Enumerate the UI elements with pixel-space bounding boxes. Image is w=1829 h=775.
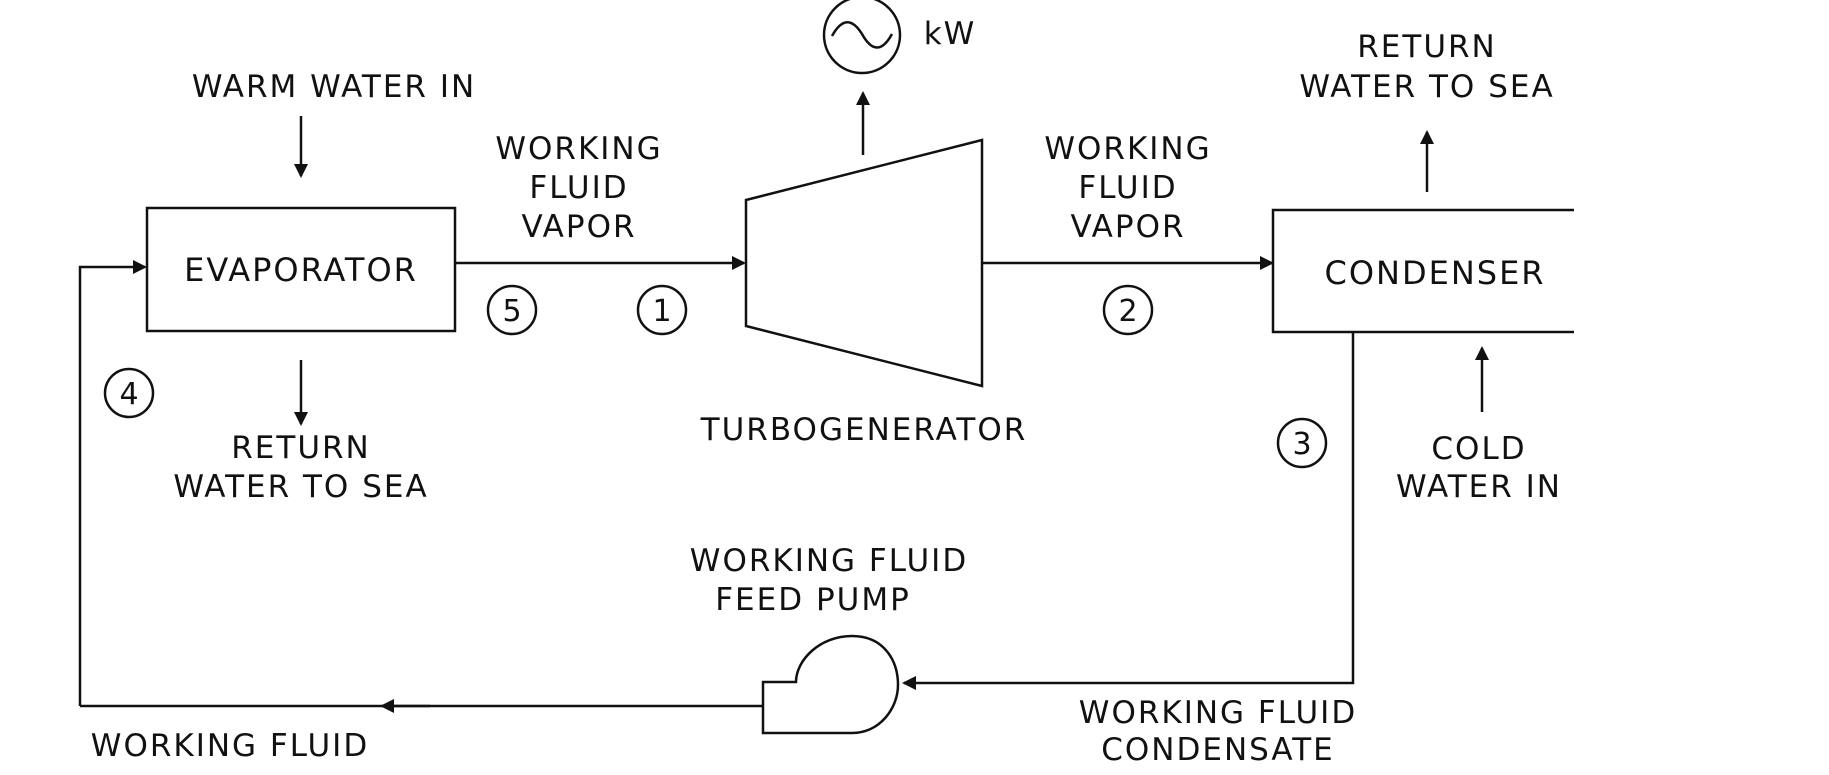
turbogenerator-shape <box>744 138 984 388</box>
condensate-label-2: CONDENSATE <box>1101 732 1334 768</box>
turbogenerator-label: TURBOGENERATOR <box>700 412 1028 448</box>
wf-vapor-right-label-1: WORKING <box>1044 131 1211 167</box>
return-water-right-label-2: WATER TO SEA <box>1299 69 1554 105</box>
cold-water-in-label-2: WATER IN <box>1396 469 1562 505</box>
generator-symbol-icon <box>822 0 902 75</box>
wf-vapor-right-label-2: FLUID <box>1078 170 1177 206</box>
condenser-box <box>1271 208 1574 334</box>
return-water-right-label-1: RETURN <box>1357 29 1496 65</box>
condensate-label-1: WORKING FLUID <box>1079 695 1357 731</box>
state-point-4-circle <box>103 367 155 419</box>
condenser-label: CONDENSER <box>1324 254 1545 292</box>
state-point-1: 1 <box>652 294 671 329</box>
evaporator-label: EVAPORATOR <box>184 251 418 289</box>
state-point-3: 3 <box>1292 427 1311 462</box>
cold-water-in-label-1: COLD <box>1431 431 1526 467</box>
working-fluid-bottom-label: WORKING FLUID <box>91 728 369 764</box>
ac-wave-icon <box>830 21 894 49</box>
state-point-1-circle <box>636 284 688 336</box>
return-line-to-evaporator <box>78 260 147 706</box>
state-point-2-circle <box>1102 284 1154 336</box>
kw-label: kW <box>924 16 977 52</box>
wf-vapor-left-label-1: WORKING <box>495 131 662 167</box>
state-point-2: 2 <box>1118 294 1137 329</box>
feed-pump-label-1: WORKING FLUID <box>690 543 968 579</box>
state-point-4: 4 <box>119 377 138 412</box>
return-water-left-label-1: RETURN <box>231 430 370 466</box>
return-water-left-label-2: WATER TO SEA <box>173 469 428 505</box>
state-point-3-circle <box>1276 417 1328 469</box>
condensate-line <box>902 332 1355 690</box>
state-point-5: 5 <box>502 294 521 329</box>
wf-vapor-left-label-3: VAPOR <box>521 209 636 245</box>
wf-vapor-right-label-3: VAPOR <box>1070 209 1185 245</box>
feed-pump-icon <box>761 634 900 735</box>
evaporator-box <box>145 206 457 333</box>
wf-vapor-left-label-2: FLUID <box>529 170 628 206</box>
state-point-5-circle <box>486 284 538 336</box>
warm-water-in-label: WARM WATER IN <box>192 69 476 105</box>
feed-pump-label-2: FEED PUMP <box>715 582 911 618</box>
